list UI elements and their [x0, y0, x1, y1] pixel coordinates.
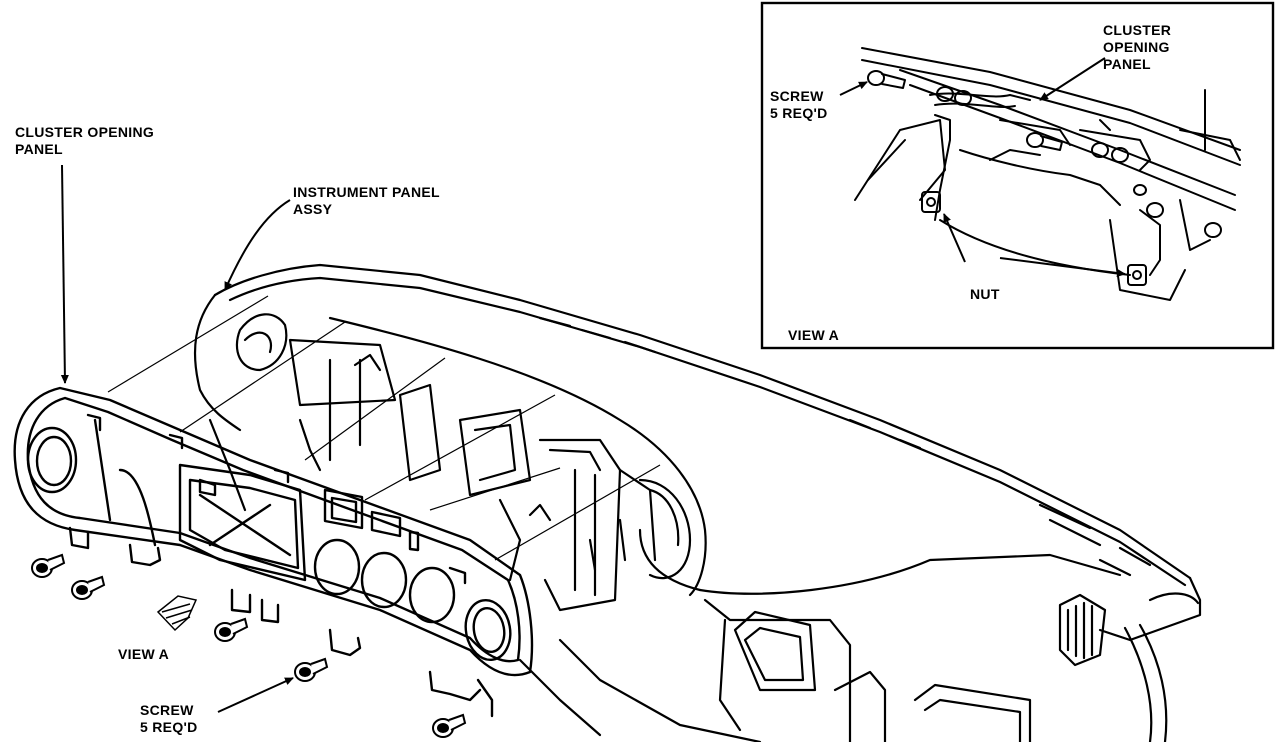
screw-group-main [31, 553, 467, 738]
label-inset-screw: SCREW 5 REQ'D [770, 88, 828, 121]
label-inset-nut: NUT [970, 286, 1000, 302]
screw-2 [71, 575, 106, 600]
label-view-a-pointer: VIEW A [118, 646, 170, 662]
label-instrument-panel-assy: INSTRUMENT PANEL ASSY [293, 184, 440, 217]
screw-5 [432, 713, 467, 738]
view-a-inset [760, 1, 1275, 350]
alignment-lines [107, 295, 661, 561]
screw-4 [294, 657, 329, 682]
label-inset-title: VIEW A [788, 327, 840, 343]
label-cluster-opening-panel: CLUSTER OPENING PANEL [15, 124, 155, 157]
leader-lines-main [60, 164, 294, 713]
instrument-panel-assembly [193, 263, 1202, 744]
label-screw-main: SCREW 5 REQ'D [140, 702, 198, 735]
cluster-opening-panel-bezel [13, 386, 534, 718]
screw-1 [31, 553, 66, 578]
screw-3 [214, 617, 249, 642]
label-inset-cluster-opening-panel: CLUSTER OPENING PANEL [1103, 22, 1172, 72]
view-a-arrow [156, 595, 198, 632]
